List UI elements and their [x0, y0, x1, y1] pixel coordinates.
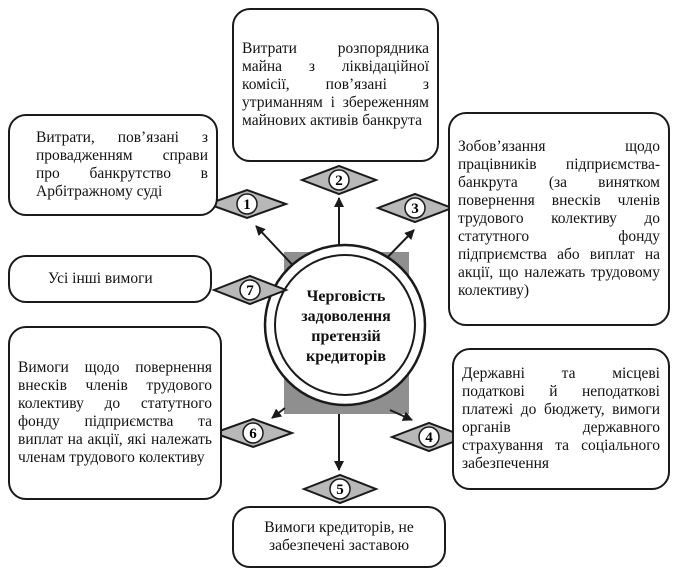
priority-number-2: 2 [335, 173, 343, 189]
priority-box-4: Державні та місцеві податкові й неподатк… [452, 348, 670, 490]
center-title-line-1: Черговість [306, 288, 386, 305]
arrow-4 [389, 409, 413, 421]
priority-box-7: Усі інші вимоги [8, 255, 212, 303]
priority-text-1: Витрати, пов’язані з провадженням справи… [36, 129, 208, 200]
priority-text-7: Усі інші вимоги [48, 270, 153, 287]
diamond-5: 5 [301, 473, 379, 505]
diamond-7: 7 [211, 274, 289, 306]
priority-text-5: Вимоги кредиторів, не забезпечені застав… [264, 519, 414, 554]
diamond-3: 3 [375, 192, 455, 224]
priority-number-3: 3 [411, 201, 419, 217]
priority-number-6: 6 [249, 426, 257, 442]
diamond-6: 6 [211, 417, 295, 449]
center-title: Черговість задоволення претензій кредито… [280, 277, 412, 377]
priority-text-6: Вимоги щодо повернення внесків членів тр… [18, 359, 212, 466]
diamond-1: 1 [205, 188, 289, 220]
arrow-6 [271, 407, 286, 419]
priority-box-1: Витрати, пов’язані з провадженням справи… [8, 114, 218, 216]
priority-number-7: 7 [246, 283, 254, 299]
priority-text-2: Витрати розпорядника майна з ліквідаційн… [242, 40, 429, 129]
priority-box-5: Вимоги кредиторів, не забезпечені застав… [232, 506, 446, 568]
priority-number-4: 4 [425, 430, 433, 446]
center-title-line-4: кредиторів [306, 348, 386, 365]
center-circle-inner [274, 254, 416, 396]
diamonds: 1 2 3 4 5 6 7 [205, 164, 469, 505]
diamond-2: 2 [299, 164, 379, 196]
priority-text-4: Державні та місцеві податкові й неподатк… [462, 365, 660, 472]
center-title-line-2: задоволення [301, 308, 391, 325]
priority-box-2: Витрати розпорядника майна з ліквідаційн… [232, 8, 439, 162]
priority-number-1: 1 [243, 197, 251, 213]
center-title-line-3: претензій [311, 328, 381, 345]
priority-text-3: Зобов’язання щодо працівників підприємст… [458, 138, 660, 299]
priority-number-5: 5 [336, 482, 344, 498]
priority-box-6: Вимоги щодо повернення внесків членів тр… [8, 326, 222, 500]
priority-box-3: Зобов’язання щодо працівників підприємст… [448, 112, 670, 326]
diamond-4: 4 [389, 421, 469, 453]
